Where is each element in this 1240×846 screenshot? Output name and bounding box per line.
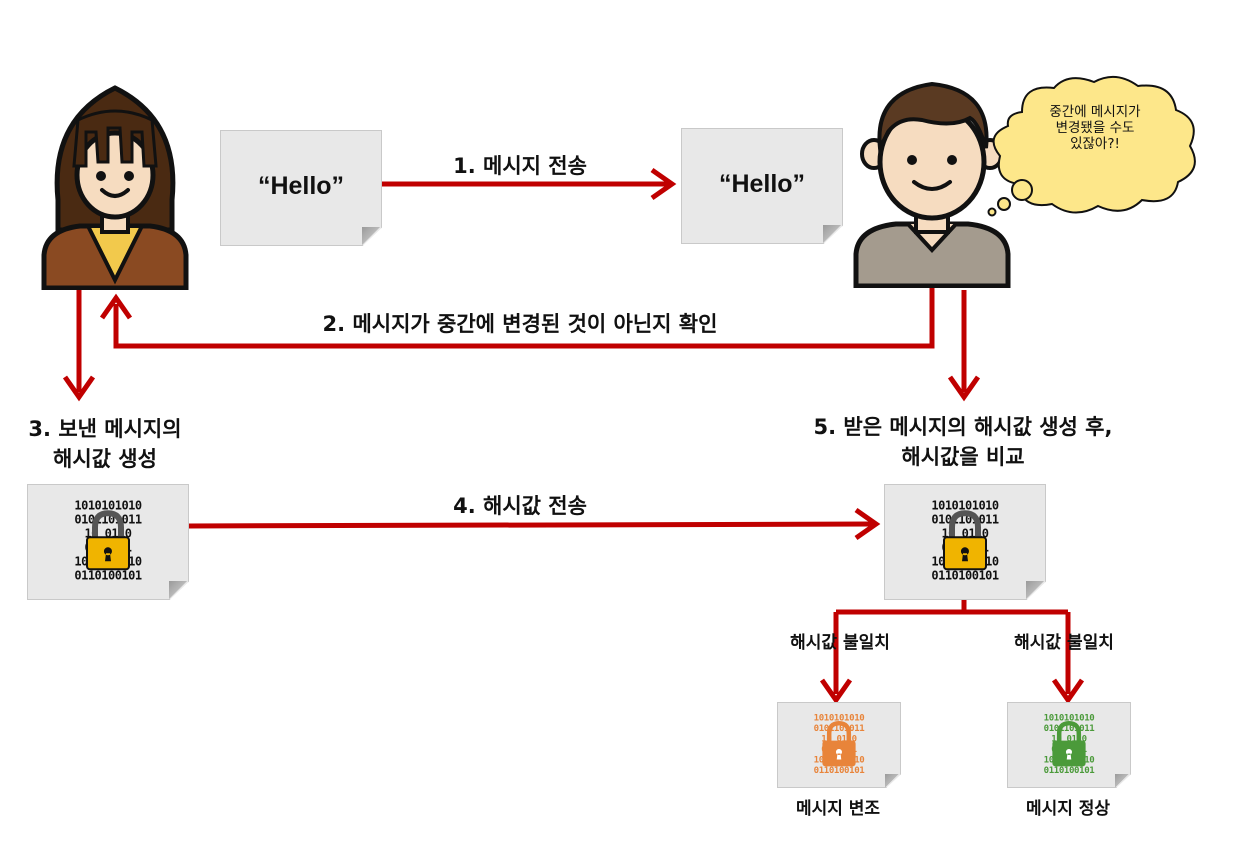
result-tampered-label: 메시지 변조: [795, 799, 881, 819]
step-5-line-2: 해시값을 비교: [901, 445, 1025, 469]
arrowhead-message-send: [650, 167, 677, 201]
thought-text: 중간에 메시지가 변경됐을 수도 있잖아?!: [1010, 104, 1180, 152]
step-3-label: 3. 보낸 메시지의 해시값 생성: [0, 414, 210, 474]
step-3-line-1: 3. 보낸 메시지의: [28, 417, 182, 441]
svg-text:0101101011: 0101101011: [814, 724, 866, 734]
svg-text:1010101010: 1010101010: [74, 498, 142, 512]
branch-right-label: 해시값 불일치: [1014, 633, 1114, 653]
svg-text:0110100101: 0110100101: [814, 766, 866, 776]
thought-line-3: 있잖아?!: [1070, 136, 1120, 152]
woman-avatar-icon: [41, 85, 189, 290]
arrowhead-branch-right: [1051, 678, 1085, 705]
svg-text:0101101011: 0101101011: [74, 512, 142, 526]
svg-text:10 0110: 10 0110: [1051, 734, 1086, 744]
receiver-message-doc: “Hello”: [681, 128, 843, 244]
branch-left-label: 해시값 불일치: [790, 633, 890, 653]
arrow-hash-send: [187, 521, 873, 529]
svg-text:0110100101: 0110100101: [931, 568, 999, 582]
step-2-label: 2. 메시지가 중간에 변경된 것이 아닌지 확인: [322, 312, 718, 336]
svg-text:0101101011: 0101101011: [1044, 724, 1096, 734]
step-3-line-2: 해시값 생성: [53, 447, 157, 471]
arrow-branch: [833, 598, 1071, 694]
sender-message-doc: “Hello”: [220, 130, 382, 246]
svg-text:10 0110: 10 0110: [821, 734, 856, 744]
receiver-message-text: “Hello”: [718, 170, 806, 199]
result-ok-label: 메시지 정상: [1025, 799, 1111, 819]
arrowhead-confirm: [99, 293, 133, 320]
arrowhead-branch-left: [819, 678, 853, 705]
thought-line-2: 변경됐을 수도: [1055, 120, 1135, 136]
thought-cloud: [987, 75, 1196, 217]
arrowhead-receiver-down: [947, 375, 981, 402]
step-5-line-1: 5. 받은 메시지의 해시값 생성 후,: [813, 415, 1113, 439]
svg-text:0101101011: 0101101011: [931, 512, 999, 526]
arrowhead-sender-down: [62, 375, 96, 402]
arrowhead-hash-send: [854, 507, 881, 541]
step-1-label: 1. 메시지 전송: [453, 154, 587, 178]
arrow-confirm: [113, 288, 935, 349]
step-4-label: 4. 해시값 전송: [453, 494, 587, 518]
step-5-label: 5. 받은 메시지의 해시값 생성 후, 해시값을 비교: [778, 412, 1148, 472]
svg-text:1010101010: 1010101010: [814, 713, 865, 723]
svg-text:0110100101: 0110100101: [1044, 766, 1096, 776]
thought-line-1: 중간에 메시지가: [1049, 104, 1141, 120]
svg-text:1010101010: 1010101010: [1044, 713, 1095, 723]
svg-text:1010101010: 1010101010: [931, 498, 999, 512]
svg-text:0110100101: 0110100101: [74, 568, 142, 582]
man-avatar-icon: [853, 81, 1011, 288]
sender-message-text: “Hello”: [257, 172, 345, 201]
